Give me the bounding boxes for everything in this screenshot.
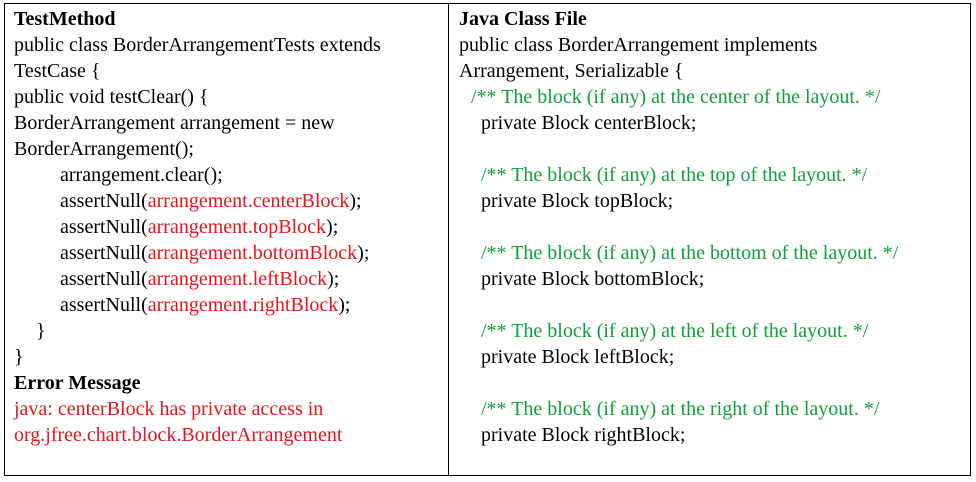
test-method-column: TestMethod public class BorderArrangemen… [5, 4, 449, 475]
code-line: public class BorderArrangementTests exte… [14, 34, 381, 56]
assert-close: ); [357, 242, 370, 264]
code-line: Arrangement, Serializable { [459, 60, 684, 82]
assert-close: ); [338, 294, 351, 316]
field-declaration: private Block centerBlock; [481, 112, 697, 134]
test-method-heading: TestMethod [14, 8, 116, 30]
comparison-table: TestMethod public class BorderArrangemen… [4, 3, 971, 476]
code-line: TestCase { [14, 60, 101, 82]
code-line: BorderArrangement(); [14, 138, 194, 160]
assert-call: assertNull( [60, 268, 148, 290]
blank-line [459, 292, 970, 318]
assert-line: assertNull(arrangement.topBlock); [14, 214, 448, 240]
assert-call: assertNull( [60, 294, 148, 316]
code-line: public class BorderArrangement implement… [459, 34, 818, 56]
assert-line: assertNull(arrangement.rightBlock); [14, 292, 448, 318]
javadoc-comment: /** The block (if any) at the bottom of … [481, 242, 899, 264]
error-message-line: java: centerBlock has private access in [14, 398, 324, 420]
javadoc-comment: /** The block (if any) at the left of th… [481, 320, 869, 342]
assert-close: ); [326, 216, 339, 238]
blank-line [459, 214, 970, 240]
error-message-heading: Error Message [14, 372, 141, 394]
assert-argument: arrangement.topBlock [147, 216, 327, 238]
javadoc-comment: /** The block (if any) at the center of … [471, 86, 881, 108]
javadoc-comment: /** The block (if any) at the top of the… [481, 164, 868, 186]
assert-argument: arrangement.rightBlock [147, 294, 339, 316]
code-line: public void testClear() { [14, 86, 209, 108]
code-line: arrangement.clear(); [60, 164, 223, 186]
assert-argument: arrangement.centerBlock [147, 190, 350, 212]
javadoc-comment: /** The block (if any) at the right of t… [481, 398, 880, 420]
code-line: BorderArrangement arrangement = new [14, 112, 335, 134]
blank-line [459, 136, 970, 162]
field-declaration: private Block topBlock; [481, 190, 674, 212]
error-message-line: org.jfree.chart.block.BorderArrangement [14, 424, 343, 446]
blank-line [459, 370, 970, 396]
field-declaration: private Block leftBlock; [481, 346, 675, 368]
java-class-heading: Java Class File [459, 8, 587, 30]
closing-brace: } [36, 320, 46, 342]
field-declaration: private Block rightBlock; [481, 424, 686, 446]
assert-close: ); [327, 268, 340, 290]
assert-close: ); [349, 190, 362, 212]
assert-call: assertNull( [60, 242, 148, 264]
assert-call: assertNull( [60, 190, 148, 212]
assert-call: assertNull( [60, 216, 148, 238]
closing-brace: } [14, 346, 24, 368]
assert-line: assertNull(arrangement.leftBlock); [14, 266, 448, 292]
assert-line: assertNull(arrangement.bottomBlock); [14, 240, 448, 266]
assert-line: assertNull(arrangement.centerBlock); [14, 188, 448, 214]
assert-argument: arrangement.leftBlock [147, 268, 328, 290]
java-class-column: Java Class File public class BorderArran… [449, 4, 970, 475]
field-declaration: private Block bottomBlock; [481, 268, 705, 290]
assert-argument: arrangement.bottomBlock [147, 242, 358, 264]
